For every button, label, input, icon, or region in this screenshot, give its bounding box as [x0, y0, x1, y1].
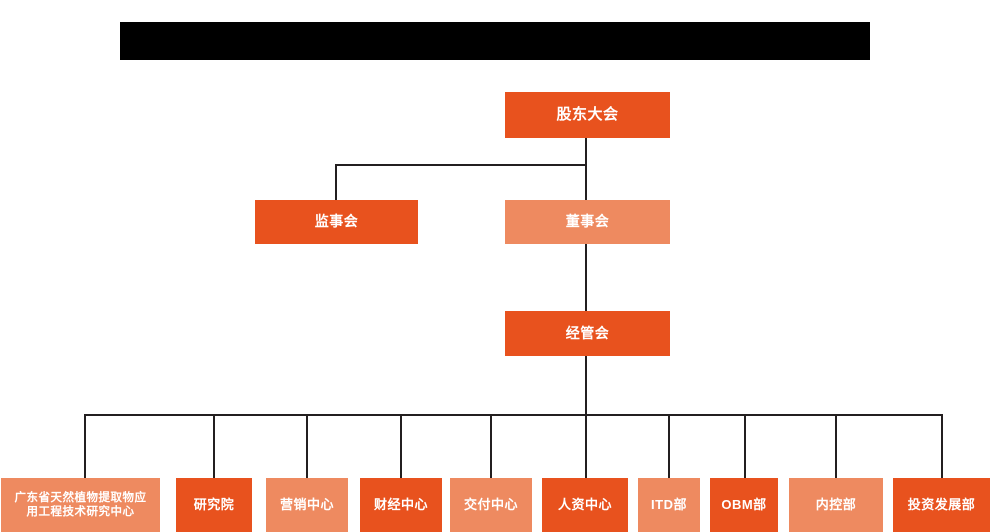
- node-delivery-center[interactable]: 交付中心: [450, 478, 532, 532]
- redacted-title-bar: [120, 22, 870, 60]
- node-label-guangdong-research-center-line1: 广东省天然植物提取物应: [14, 491, 147, 504]
- node-label-finance-center: 财经中心: [373, 497, 428, 513]
- node-internal-control-department[interactable]: 内控部: [789, 478, 883, 532]
- node-label-internal-control-department: 内控部: [815, 497, 857, 513]
- node-label-delivery-center: 交付中心: [463, 497, 518, 513]
- connector-drop-hr-center: [585, 414, 587, 478]
- node-research-institute[interactable]: 研究院: [176, 478, 252, 532]
- node-finance-center[interactable]: 财经中心: [360, 478, 442, 532]
- node-label-research-institute: 研究院: [193, 497, 235, 513]
- connector-drop-guangdong-research-center: [84, 414, 86, 478]
- node-label-board-of-directors: 董事会: [565, 213, 610, 230]
- node-label-hr-center: 人资中心: [557, 497, 612, 513]
- connector-drop-finance-center: [400, 414, 402, 478]
- connector-level2-bus: [335, 164, 587, 166]
- node-label-obm-department: OBM部: [721, 497, 767, 513]
- node-label-supervisory-board: 监事会: [314, 213, 359, 230]
- connector-level4-bus: [84, 414, 942, 416]
- node-marketing-center[interactable]: 营销中心: [266, 478, 348, 532]
- node-label-marketing-center: 营销中心: [279, 497, 334, 513]
- node-investment-development-department[interactable]: 投资发展部: [893, 478, 990, 532]
- connector-shareholders-to-bus: [585, 138, 587, 165]
- node-label-shareholders-meeting: 股东大会: [556, 105, 619, 123]
- node-label-itd-department: ITD部: [651, 497, 687, 513]
- connector-drop-internal-control-department: [835, 414, 837, 478]
- node-label-investment-development-department: 投资发展部: [907, 497, 976, 513]
- connector-drop-obm-department: [744, 414, 746, 478]
- node-label-management-committee: 经管会: [565, 324, 610, 341]
- node-supervisory-board[interactable]: 监事会: [255, 200, 418, 244]
- connector-bus-to-supervisory-board: [335, 164, 337, 201]
- connector-management-committee-to-bus: [585, 356, 587, 415]
- node-guangdong-research-center[interactable]: 广东省天然植物提取物应 用工程技术研究中心: [1, 478, 160, 532]
- node-management-committee[interactable]: 经管会: [505, 311, 670, 356]
- node-obm-department[interactable]: OBM部: [710, 478, 778, 532]
- node-label-guangdong-research-center-line2: 用工程技术研究中心: [26, 506, 135, 518]
- connector-drop-itd-department: [668, 414, 670, 478]
- connector-drop-delivery-center: [490, 414, 492, 478]
- connector-drop-research-institute: [213, 414, 215, 478]
- node-board-of-directors[interactable]: 董事会: [505, 200, 670, 244]
- node-shareholders-meeting[interactable]: 股东大会: [505, 92, 670, 138]
- connector-bus-to-board-of-directors: [585, 164, 587, 201]
- connector-board-to-management-committee: [585, 243, 587, 312]
- connector-drop-marketing-center: [306, 414, 308, 478]
- node-hr-center[interactable]: 人资中心: [542, 478, 628, 532]
- connector-drop-investment-development-department: [941, 414, 943, 478]
- node-itd-department[interactable]: ITD部: [638, 478, 700, 532]
